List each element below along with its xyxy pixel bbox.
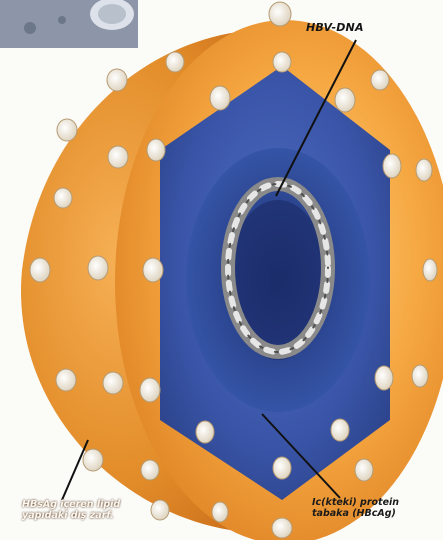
label-inner-protein-layer: Ic(kteki) protein tabaka (HBcAg)	[312, 498, 422, 520]
label-outer-envelope: HBsAg içeren lipid yapıdaki dış zarf.	[22, 500, 142, 522]
photo-inset	[0, 0, 138, 48]
label-outer-envelope-line2: yapıdaki dış zarf.	[22, 511, 142, 522]
label-hbv-dna-text: HBV-DNA	[306, 21, 364, 34]
label-inner-protein-line2: tabaka (HBcAg)	[312, 509, 422, 520]
label-hbv-dna: HBV-DNA	[306, 22, 364, 35]
